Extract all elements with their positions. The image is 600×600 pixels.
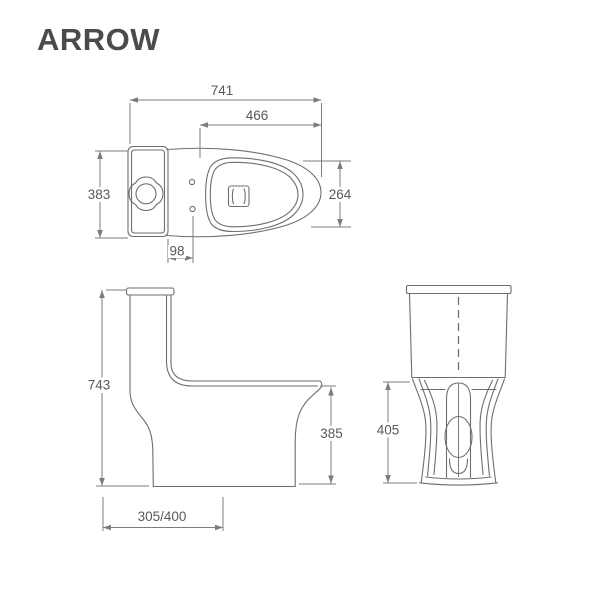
base-bottom-inner bbox=[425, 476, 492, 480]
base-inner-walls bbox=[418, 378, 499, 477]
base-outer-walls bbox=[411, 378, 506, 483]
trapway-curtain-lines bbox=[423, 379, 494, 476]
side-view-drawing bbox=[125, 287, 323, 488]
dim-opening-width-label-bg bbox=[325, 187, 355, 202]
dim-base-height-label: 405 bbox=[377, 423, 400, 438]
dim-overall-width-group: 383 bbox=[84, 150, 128, 239]
tank-lid-side bbox=[125, 287, 175, 296]
flush-button-outline bbox=[128, 176, 164, 212]
dim-hinge-offset-label-bg bbox=[168, 245, 186, 258]
dim-rough-in-label: 305/400 bbox=[138, 509, 187, 524]
drain-outlet-detail bbox=[231, 188, 246, 205]
tank-top-outer bbox=[127, 145, 169, 238]
brand-logo: ARROW bbox=[37, 22, 161, 57]
tank-lid-rear bbox=[405, 284, 512, 295]
dim-overall-length-label: 741 bbox=[211, 83, 234, 98]
drain-outlet bbox=[227, 185, 250, 208]
dim-rim-height-ext bbox=[299, 385, 336, 485]
bowl-outline bbox=[166, 147, 322, 238]
dim-overall-height-label-bg bbox=[83, 377, 115, 393]
dim-hinge-offset-label: 98 bbox=[169, 244, 184, 259]
hinge-hole-bottom bbox=[189, 205, 196, 213]
dim-opening-length-group: 466 bbox=[199, 108, 322, 158]
flush-button-center bbox=[135, 183, 157, 205]
dim-rim-height-group: 385 bbox=[299, 385, 347, 485]
dim-rough-in-group: 305/400 bbox=[102, 497, 224, 531]
hinge-hole-top bbox=[188, 178, 196, 186]
tank-front-and-rim-lower bbox=[165, 294, 319, 387]
rear-view-drawing bbox=[405, 284, 512, 486]
dim-overall-width-label-bg bbox=[84, 187, 114, 202]
dim-hinge-offset-group: 98 bbox=[167, 216, 194, 263]
dim-opening-width-arrows bbox=[337, 161, 343, 227]
trapway-oval bbox=[444, 415, 473, 459]
dim-rough-in-ext bbox=[102, 497, 224, 531]
dim-opening-width-label: 264 bbox=[329, 187, 352, 202]
dim-overall-height-group: 743 bbox=[83, 289, 149, 487]
seat-opening-inner bbox=[209, 161, 299, 228]
seat-opening-outer bbox=[205, 157, 304, 233]
tank-back-and-pedestal bbox=[129, 294, 154, 488]
dim-rim-height-label-bg bbox=[316, 426, 347, 441]
tank-top-inner bbox=[130, 149, 166, 234]
dim-opening-length-label: 466 bbox=[246, 108, 269, 123]
top-view-drawing bbox=[127, 145, 322, 238]
base-bottom-outer bbox=[418, 482, 499, 486]
dim-rim-height-label: 385 bbox=[320, 426, 343, 441]
tank-front-and-rim-upper bbox=[170, 294, 321, 382]
dim-overall-height-ext bbox=[96, 289, 149, 487]
dim-base-height-group: 405 bbox=[373, 381, 417, 484]
dim-opening-width-group: 264 bbox=[303, 160, 355, 228]
bowl-front-profile bbox=[294, 380, 323, 488]
tank-body-rear bbox=[408, 292, 509, 379]
dim-overall-length-ext bbox=[129, 103, 322, 177]
dim-opening-width-ext bbox=[303, 160, 351, 228]
trapway-outlet bbox=[448, 458, 469, 475]
dim-base-height-label-bg bbox=[373, 422, 404, 438]
dim-overall-length-group: 741 bbox=[129, 83, 322, 177]
dim-overall-height-label: 743 bbox=[88, 378, 111, 393]
dim-overall-width-label: 383 bbox=[88, 187, 111, 202]
